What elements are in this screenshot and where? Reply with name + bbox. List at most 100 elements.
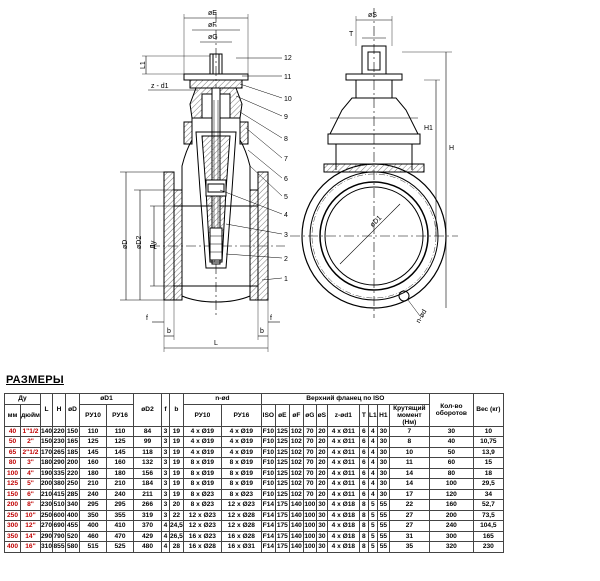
table-cell: 30	[315, 509, 328, 521]
table-cell: 290	[39, 530, 54, 542]
table-cell: 190	[39, 467, 54, 479]
table-cell: 50	[428, 446, 474, 458]
table-cell: 22	[169, 509, 184, 521]
table-cell: 19	[169, 446, 184, 458]
table-cell: 4 x Ø19	[182, 425, 222, 437]
table-cell: 60	[428, 457, 474, 469]
front-view	[290, 8, 458, 318]
callout-numbers: 12 11 10 9 8 7 6 5 4 3 2 1	[284, 55, 292, 283]
table-cell: 14	[388, 478, 430, 490]
table-cell: 180	[106, 467, 135, 479]
table-cell: 220	[65, 467, 81, 479]
header-iso: ISO	[260, 403, 276, 427]
table-cell: 27	[388, 509, 430, 521]
section-title: РАЗМЕРЫ	[6, 374, 64, 386]
table-cell: 30	[376, 457, 390, 469]
table-cell: 102	[288, 488, 304, 500]
table-cell: 30	[376, 436, 390, 448]
table-cell: F10	[260, 436, 276, 448]
table-cell: 140	[288, 541, 304, 553]
table-cell: 10	[388, 446, 430, 458]
dim-S-label: øS	[368, 12, 377, 19]
table-cell: 10	[472, 425, 504, 437]
table-cell: 27	[388, 520, 430, 532]
table-cell: 16 x Ø28	[220, 530, 262, 542]
dim-z-d1-label: z - d1	[151, 83, 169, 90]
table-cell: 132	[133, 457, 163, 469]
table-cell: 600	[52, 509, 67, 521]
table-cell: 250	[39, 509, 54, 521]
table-cell: 19	[169, 488, 184, 500]
table-cell: 4 x Ø19	[220, 446, 262, 458]
table-cell: 400	[79, 520, 108, 532]
header-D2: øD2	[133, 393, 163, 427]
table-cell: 4	[367, 457, 378, 469]
table-cell: 12 x Ø23	[220, 499, 262, 511]
table-cell: 16 x Ø23	[182, 530, 222, 542]
table-cell: 210	[39, 488, 54, 500]
table-cell: 125	[274, 478, 290, 490]
table-cell: 100	[302, 520, 317, 532]
table-cell: 8 x Ø19	[182, 467, 222, 479]
table-cell: 24,5	[169, 520, 184, 532]
table-cell: 220	[52, 425, 67, 437]
table-cell: 30	[376, 488, 390, 500]
table-cell: 4"	[20, 467, 41, 479]
table-cell: 100	[302, 509, 317, 521]
table-cell: 120	[428, 488, 474, 500]
table-cell: 4 x Ø18	[326, 499, 360, 511]
table-cell: 455	[65, 520, 81, 532]
table-cell: 240	[79, 488, 108, 500]
table-cell: 175	[274, 541, 290, 553]
table-cell: 3	[161, 478, 171, 490]
table-cell: 100	[302, 541, 317, 553]
table-cell: 55	[376, 499, 390, 511]
table-cell: 40	[4, 425, 21, 437]
table-cell: 20	[315, 467, 328, 479]
dim-D1-label: øD1	[369, 214, 383, 228]
header-d1-py16: РУ16	[106, 403, 135, 427]
table-cell: 240	[106, 488, 135, 500]
table-cell: 8 x Ø19	[220, 457, 262, 469]
table-cell: 230	[52, 436, 67, 448]
header-T: T	[358, 403, 369, 427]
table-cell: 250	[4, 509, 21, 521]
header-mm: мм	[4, 403, 21, 427]
table-cell: 285	[65, 488, 81, 500]
table-cell: 790	[52, 530, 67, 542]
table-cell: 240	[428, 520, 474, 532]
table-cell: 515	[79, 541, 108, 553]
table-cell: F14	[260, 499, 276, 511]
table-cell: 140	[39, 425, 54, 437]
table-cell: 410	[106, 520, 135, 532]
table-cell: 4 x Ø19	[182, 436, 222, 448]
callout-2: 2	[284, 256, 288, 263]
dim-H-label: H	[449, 145, 454, 152]
table-cell: 8	[358, 520, 369, 532]
header-H: H	[52, 393, 67, 427]
table-cell: 319	[133, 509, 163, 521]
table-cell: 19	[169, 457, 184, 469]
table-cell: 118	[133, 446, 163, 458]
table-cell: 20	[315, 425, 328, 437]
header-zd1: z-ød1	[326, 403, 360, 427]
table-cell: 415	[52, 488, 67, 500]
table-cell: 5	[367, 541, 378, 553]
callout-4: 4	[284, 212, 288, 219]
table-cell: 16 x Ø31	[220, 541, 262, 553]
table-cell: 4 x Ø19	[220, 436, 262, 448]
table-cell: 4	[367, 425, 378, 437]
table-cell: 3	[161, 425, 171, 437]
table-cell: 200	[4, 499, 21, 511]
header-f: f	[161, 393, 171, 427]
table-cell: 2"1/2	[20, 446, 41, 458]
table-cell: 165	[472, 530, 504, 542]
table-cell: 100	[302, 499, 317, 511]
table-cell: 150	[65, 425, 81, 437]
dim-f-right-label: f	[270, 315, 272, 322]
table-cell: 230	[472, 541, 504, 553]
table-cell: 30	[376, 446, 390, 458]
table-cell: 13,9	[472, 446, 504, 458]
